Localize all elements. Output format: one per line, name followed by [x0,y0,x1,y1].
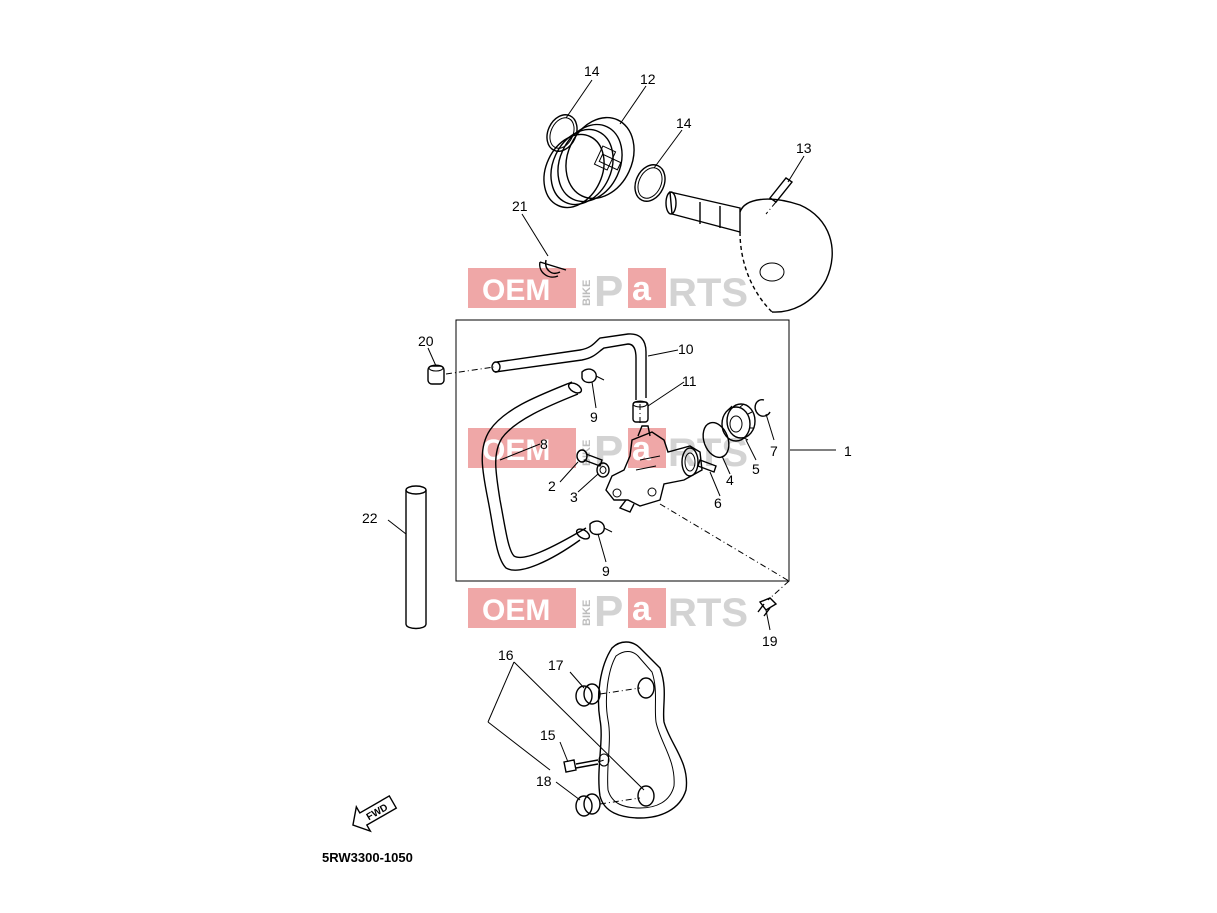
pipe-10 [491,333,647,400]
diagram-code: 5RW3300-1050 [322,850,413,865]
svg-text:OEM: OEM [482,274,550,307]
callout-2: 2 [548,478,556,494]
callout-3: 3 [570,489,578,505]
svg-text:BIKE: BIKE [581,280,593,306]
watermark-middle: OEM BIKE P a RTS [468,427,748,476]
svg-text:P: P [594,587,623,636]
svg-text:OEM: OEM [482,594,550,627]
callout-7: 7 [770,443,778,459]
callout-8: 8 [540,436,548,452]
clip-21 [539,259,567,278]
svg-text:RTS: RTS [668,431,748,475]
svg-text:a: a [632,270,652,308]
washer-3 [596,462,610,478]
svg-text:BIKE: BIKE [581,600,593,626]
pulley-12 [543,116,635,209]
chain-line-pump-to-19 [659,503,790,582]
callout-1: 1 [844,443,852,459]
cap-20 [427,364,495,385]
grommet-18 [575,793,641,817]
hose-8 [481,381,591,571]
leader-lines [387,79,836,801]
callout-5: 5 [752,461,760,477]
hose-clip-9-top [581,368,605,384]
svg-text:OEM: OEM [482,434,550,467]
forward-direction-arrow: FWD [352,794,398,833]
callout-14-left: 14 [584,63,600,79]
cover-plate [597,641,688,819]
gear-5 [721,403,756,442]
crankshaft [665,191,833,313]
grommet-17 [575,683,641,707]
pipe-22 [405,485,427,630]
callout-14-right: 14 [676,115,692,131]
bolt-19 [757,597,778,617]
pin-6 [697,459,717,473]
callout-20: 20 [418,333,434,349]
callout-15: 15 [540,727,556,743]
watermark-bottom: OEM BIKE P a RTS [468,587,748,636]
callout-17: 17 [548,657,564,673]
circlip-7 [754,399,771,417]
callout-6: 6 [714,495,722,511]
callout-13: 13 [796,140,812,156]
callout-12: 12 [640,71,656,87]
callout-11: 11 [682,373,697,389]
assembly-frame-1 [455,319,790,582]
svg-text:P: P [594,267,623,316]
callout-4: 4 [726,472,734,488]
callout-22: 22 [362,510,378,526]
svg-text:a: a [632,590,652,628]
svg-text:RTS: RTS [668,591,748,635]
svg-text:FWD: FWD [365,802,390,823]
svg-text:RTS: RTS [668,271,748,315]
dowel-pin-13 [765,177,794,215]
hose-clip-9-bottom [589,520,613,536]
bolt-15 [563,759,605,773]
watermark-top: OEM BIKE P a RTS [468,267,748,316]
callout-9-top: 9 [590,409,598,425]
callout-16: 16 [498,647,514,663]
chain-line-to-bolt-19 [767,580,790,601]
callout-9-bottom: 9 [602,563,610,579]
callout-10: 10 [678,341,694,357]
circlip-14-left [546,114,578,152]
oil-pump-body [605,425,703,513]
callout-21: 21 [512,198,528,214]
callout-19: 19 [762,633,778,649]
circlip-14-right [634,164,666,202]
callout-labels: 14 12 14 13 21 20 10 11 9 8 7 1 5 4 2 3 … [362,63,852,789]
callout-18: 18 [536,773,552,789]
